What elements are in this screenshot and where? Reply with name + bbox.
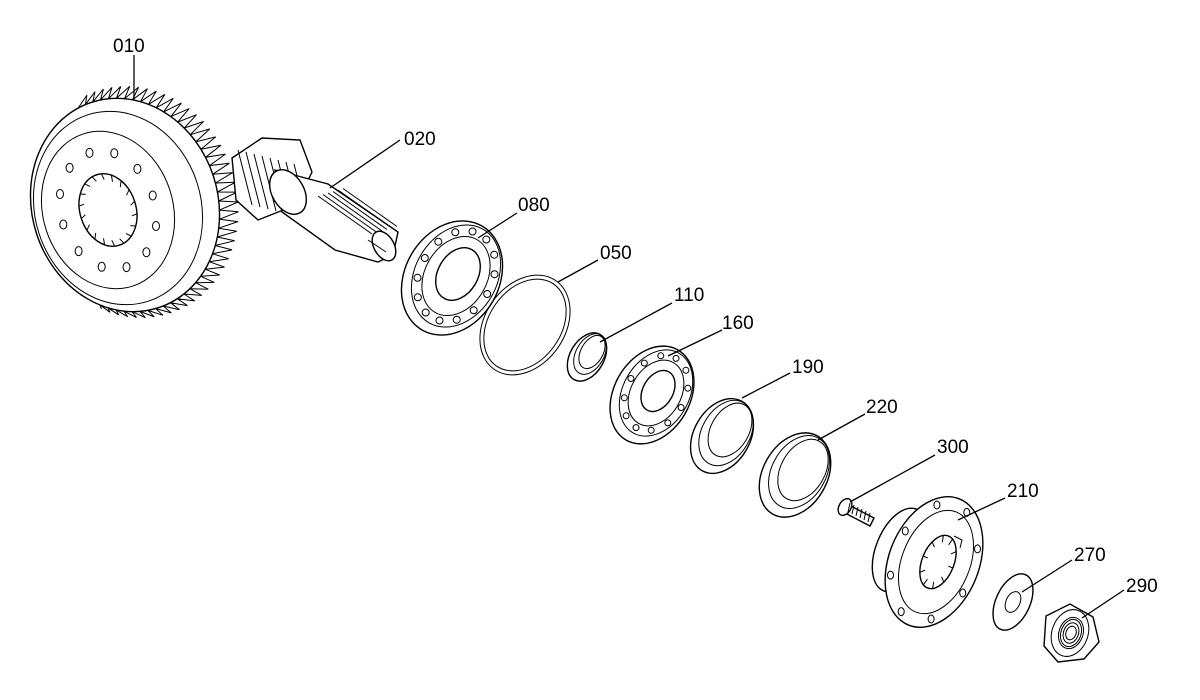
label-110: 110: [674, 285, 704, 306]
label-300: 300: [937, 437, 969, 458]
label-290: 290: [1126, 576, 1158, 597]
leader-lines: [133, 55, 1125, 619]
label-050: 050: [600, 243, 632, 264]
label-010: 010: [113, 36, 145, 57]
bevel-gear: [29, 85, 239, 319]
shim-ring: [479, 274, 571, 376]
spacer-ring: [566, 332, 608, 382]
nut: [1043, 603, 1100, 663]
pinion-shaft: [231, 137, 399, 263]
label-160: 160: [722, 313, 754, 334]
seal: [758, 432, 832, 518]
label-270: 270: [1074, 545, 1106, 566]
flange: [871, 496, 984, 628]
label-080: 080: [518, 195, 550, 216]
label-020: 020: [404, 129, 436, 150]
large-bearing: [400, 220, 504, 336]
bearing-cup: [689, 397, 755, 475]
washer: [992, 573, 1034, 631]
label-210: 210: [1007, 481, 1039, 502]
label-220: 220: [866, 397, 898, 418]
label-190: 190: [792, 357, 824, 378]
screw: [837, 497, 875, 527]
small-bearing: [609, 345, 695, 445]
part-labels: 010 020 080 050 110 160 190 220 300 210 …: [113, 36, 1158, 597]
